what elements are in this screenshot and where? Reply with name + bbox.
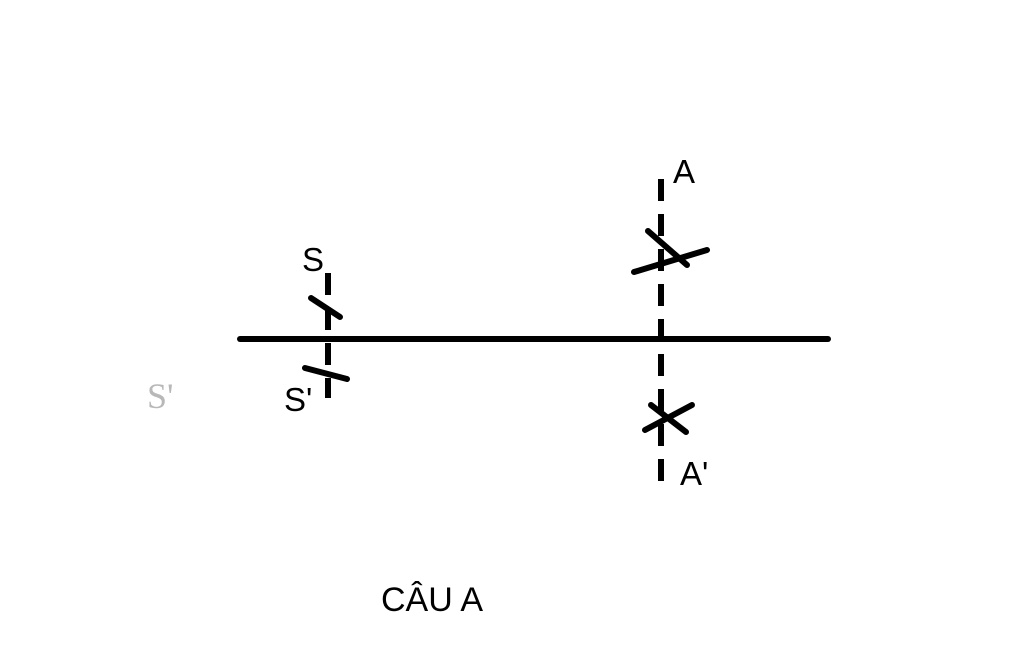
lower-cross-stroke-2	[648, 402, 689, 435]
upper-cross-stroke-1	[631, 247, 710, 275]
label-s: S	[302, 241, 324, 278]
label-a: A	[673, 153, 695, 190]
left-lower-tick	[302, 365, 350, 382]
ghost-label-s-prime: S'	[147, 376, 174, 416]
upper-cross-stroke-2	[645, 228, 690, 268]
label-a-prime: A'	[680, 455, 708, 492]
label-s-prime: S'	[284, 381, 312, 418]
left-upper-tick	[308, 295, 343, 320]
caption: CÂU A	[381, 581, 483, 619]
